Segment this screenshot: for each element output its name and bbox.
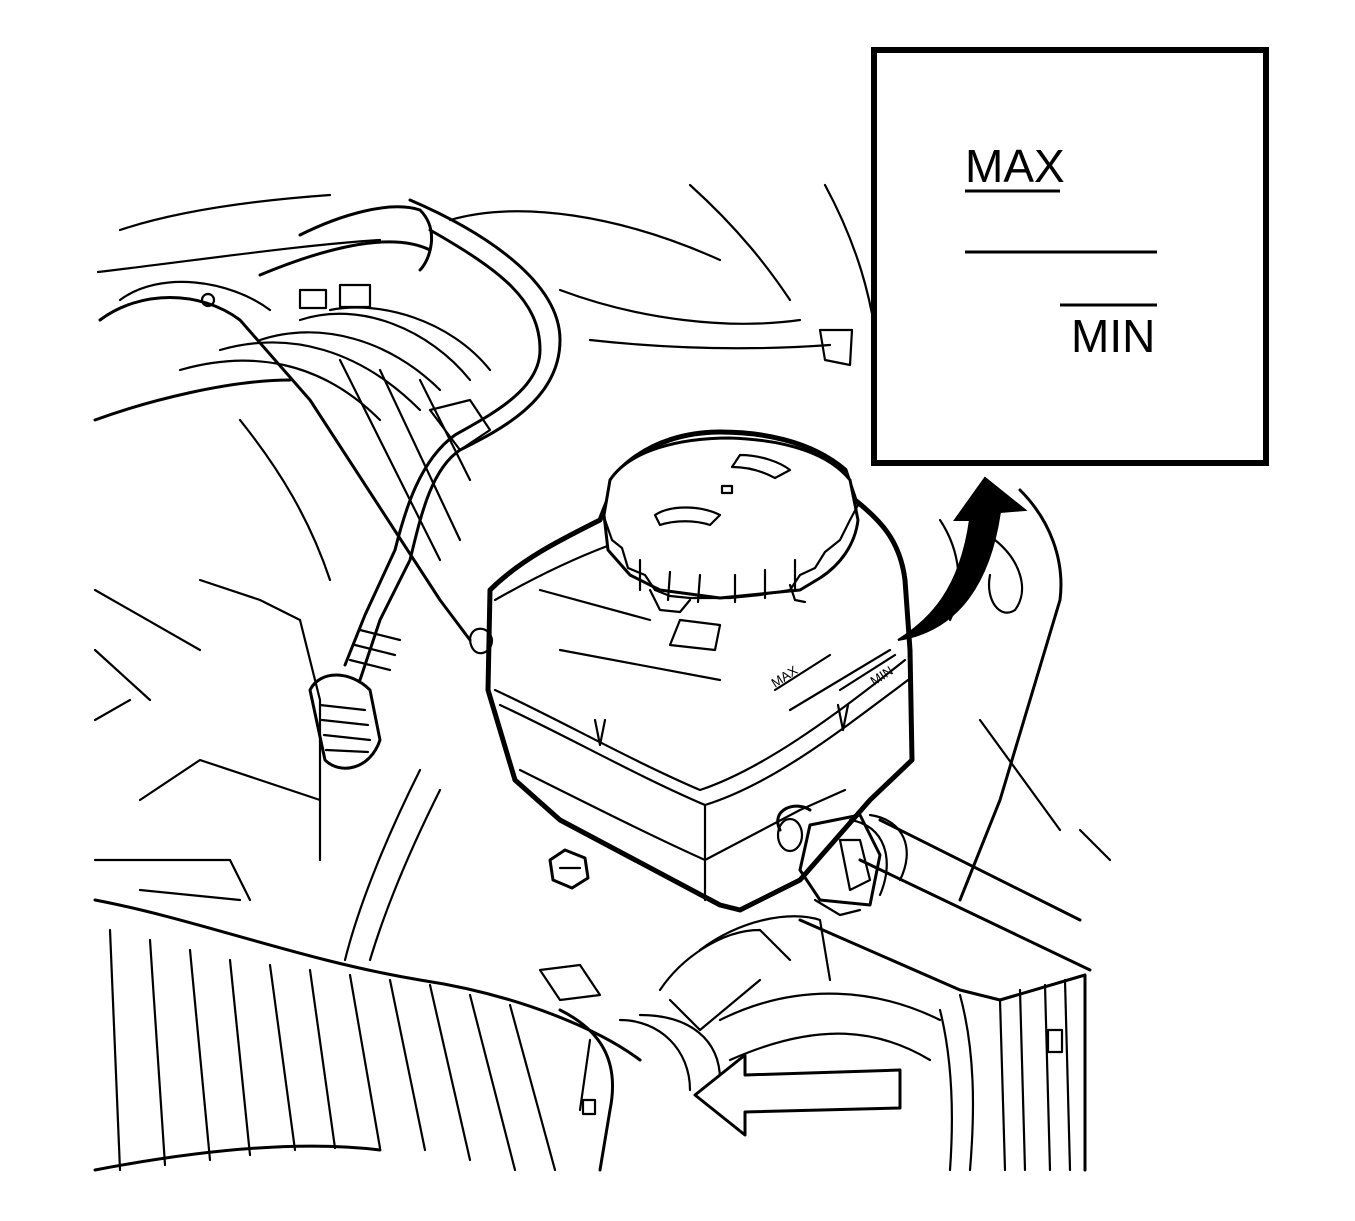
inset-min-label: MIN bbox=[1071, 310, 1155, 362]
airflow-direction-arrow bbox=[693, 1053, 902, 1137]
inset-max-label: MAX bbox=[965, 140, 1065, 192]
tank-min-mark: MIN bbox=[867, 663, 895, 689]
level-inset-box: MAX MIN bbox=[871, 47, 1269, 466]
callout-arrow bbox=[897, 476, 1028, 641]
reservoir-cap bbox=[602, 436, 860, 614]
tank-max-mark: MAX bbox=[768, 662, 800, 690]
engine-bay-background bbox=[93, 183, 1112, 1172]
